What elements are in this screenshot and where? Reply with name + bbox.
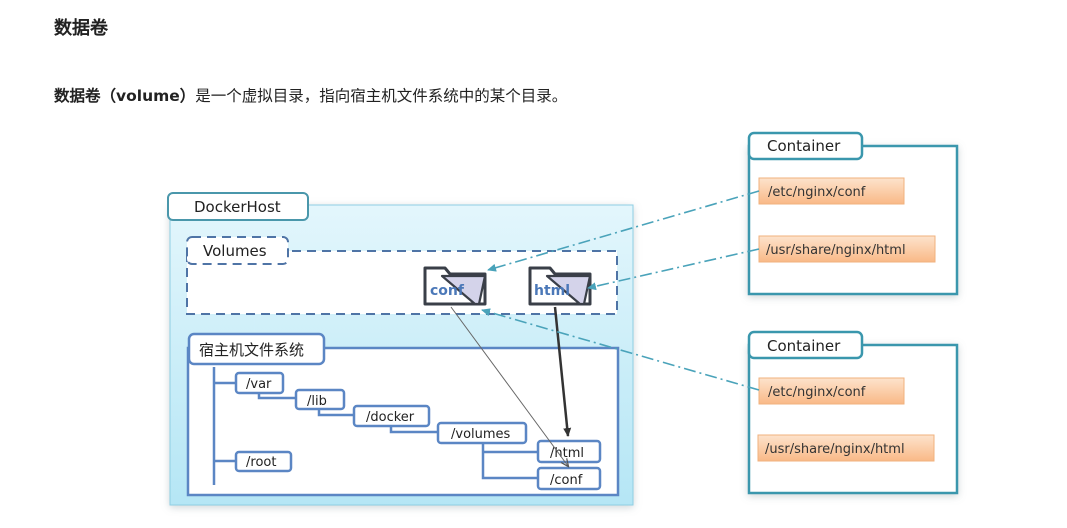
- container-label: Container: [767, 137, 841, 155]
- docker-host-tab: [167, 192, 309, 221]
- container-label: Container: [767, 337, 841, 355]
- tree-node-label: /volumes: [451, 427, 511, 442]
- folder-label: conf: [430, 283, 465, 299]
- container-path-conf[interactable]: /etc/nginx/conf: [758, 377, 905, 405]
- tree-node-label: /var: [246, 377, 272, 392]
- html-volume-to-host-arrow: [553, 306, 572, 437]
- tree-node-root[interactable]: /root: [234, 450, 293, 473]
- folder-icon: [423, 266, 487, 306]
- volumes-label: Volumes: [203, 242, 267, 260]
- tree-node-conf[interactable]: /conf: [536, 466, 602, 491]
- section-heading: 数据卷: [54, 18, 108, 39]
- container1-html-mount-line: [587, 248, 760, 291]
- tree-node-label: /docker: [366, 410, 415, 425]
- container-path-label: /usr/share/nginx/html: [765, 442, 905, 457]
- conf-volume-to-host-arrow: [450, 306, 568, 466]
- container-path-html[interactable]: /usr/share/nginx/html: [758, 235, 936, 263]
- container-path-label: /etc/nginx/conf: [768, 185, 866, 200]
- tree-node-label: /conf: [550, 473, 583, 488]
- tree-connectors: [212, 367, 538, 485]
- docker-host-label: DockerHost: [194, 198, 281, 216]
- container-path-conf[interactable]: /etc/nginx/conf: [758, 177, 905, 205]
- container-1: Container /etc/nginx/conf /usr/share/ngi…: [747, 131, 959, 296]
- description-text: 是一个虚拟目录，指向宿主机文件系统中的某个目录。: [195, 87, 568, 105]
- volume-folder-conf[interactable]: conf: [423, 266, 487, 306]
- description-paragraph: 数据卷（volume）是一个虚拟目录，指向宿主机文件系统中的某个目录。: [54, 84, 567, 106]
- folder-label: html: [534, 283, 570, 299]
- host-filesystem-box: 宿主机文件系统 /var /lib /docker /volumes: [186, 332, 620, 497]
- tree-node-volumes[interactable]: /volumes: [436, 421, 528, 445]
- container-path-html[interactable]: /usr/share/nginx/html: [757, 434, 935, 462]
- container2-conf-mount-line: [481, 308, 760, 391]
- tree-node-html[interactable]: /html: [536, 439, 602, 464]
- host-filesystem-label: 宿主机文件系统: [199, 341, 304, 359]
- volume-folder-html[interactable]: html: [528, 266, 592, 306]
- tree-node-lib[interactable]: /lib: [294, 388, 346, 411]
- container1-conf-mount-line: [487, 190, 760, 272]
- folder-icon: [528, 266, 592, 306]
- tree-node-var[interactable]: /var: [234, 371, 285, 395]
- container-2: Container /etc/nginx/conf /usr/share/ngi…: [747, 330, 959, 495]
- description-term: 数据卷（volume）: [54, 87, 196, 105]
- volumes-tab: [186, 236, 289, 265]
- container-path-label: /usr/share/nginx/html: [766, 243, 906, 258]
- container-tab: [747, 330, 864, 360]
- tree-node-label: /lib: [307, 394, 327, 409]
- tree-node-label: /html: [550, 446, 584, 461]
- tree-node-label: /root: [246, 455, 276, 470]
- container-path-label: /etc/nginx/conf: [768, 385, 866, 400]
- container-tab: [747, 131, 864, 161]
- host-filesystem-tab: [187, 332, 326, 366]
- tree-node-docker[interactable]: /docker: [352, 404, 431, 428]
